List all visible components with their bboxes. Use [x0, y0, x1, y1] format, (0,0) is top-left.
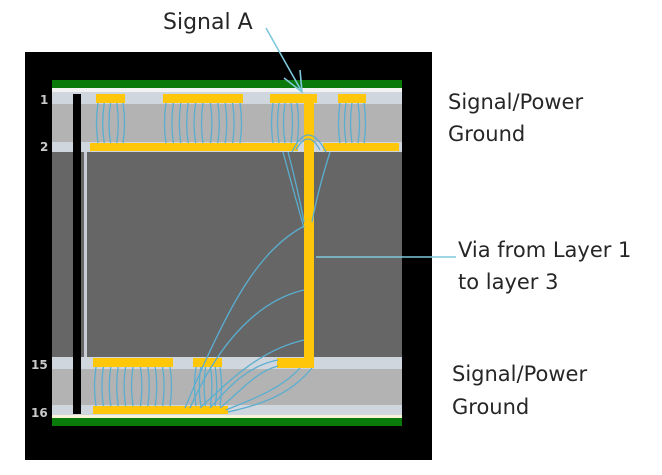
field-line	[108, 366, 112, 407]
ground-plane	[323, 143, 399, 151]
field-line	[116, 102, 119, 144]
field-line	[296, 102, 300, 144]
copper-trace	[270, 94, 317, 103]
field-line	[193, 102, 197, 144]
signal-a-label: Signal A	[163, 10, 253, 35]
copper-trace	[96, 94, 125, 103]
field-line	[291, 134, 327, 153]
field-line	[101, 366, 105, 407]
field-line	[139, 366, 143, 407]
layer-number-2: 2	[40, 140, 48, 154]
field-line	[147, 366, 150, 407]
field-line	[349, 102, 353, 144]
top-signal-power-label: Signal/Power	[448, 90, 584, 114]
field-line	[239, 102, 243, 144]
field-line	[154, 366, 158, 407]
field-line	[363, 102, 367, 144]
field-line	[130, 366, 134, 407]
left-margin	[25, 92, 52, 418]
field-line	[163, 102, 167, 144]
field-line	[209, 366, 213, 407]
bottom-signal-power-label: Signal/Power	[452, 362, 588, 386]
top-mask-edge	[52, 88, 402, 92]
ground-plane	[90, 143, 298, 151]
field-line	[343, 102, 347, 144]
field-line	[161, 366, 165, 407]
field-line	[102, 102, 105, 144]
field-line	[199, 339, 305, 409]
field-line	[219, 365, 279, 409]
field-line	[198, 366, 202, 407]
field-line	[282, 151, 305, 229]
field-line	[209, 102, 213, 144]
field-line	[217, 102, 220, 144]
field-line	[108, 102, 112, 144]
layer-15-copper	[93, 358, 222, 367]
field-line	[214, 366, 218, 407]
field-line	[231, 102, 235, 144]
field-line	[295, 138, 321, 151]
layer-number-1: 1	[40, 93, 48, 107]
field-line	[224, 102, 228, 144]
field-line	[287, 151, 305, 223]
signal-a-arrow-line	[265, 27, 303, 93]
layer-16-ground-plane	[93, 406, 228, 414]
bottom-solder-mask	[52, 418, 402, 426]
field-line	[186, 102, 189, 144]
field-line	[171, 102, 175, 144]
field-line	[95, 102, 99, 144]
field-line	[357, 102, 361, 144]
layer-2-copper	[90, 143, 399, 151]
via-barrel	[304, 94, 314, 366]
top-solder-mask	[52, 80, 402, 88]
field-line	[116, 366, 119, 407]
field-line	[169, 366, 173, 407]
copper-trace	[163, 94, 243, 103]
field-line	[290, 102, 294, 144]
field-line	[227, 367, 313, 413]
layer-number-16: 16	[31, 406, 48, 420]
edge-plated-bar	[73, 94, 81, 414]
signal-a-arrowhead	[283, 69, 303, 94]
field-line	[122, 102, 126, 144]
field-line	[178, 102, 182, 144]
field-line	[282, 102, 286, 144]
field-line	[276, 102, 280, 144]
field-line	[123, 366, 127, 407]
copper-trace	[93, 358, 173, 367]
layer-1-copper	[96, 94, 366, 103]
field-line	[219, 366, 223, 407]
field-line	[311, 151, 331, 223]
field-line	[209, 359, 279, 409]
bottom-mask-edge	[52, 415, 402, 418]
field-line	[225, 367, 301, 411]
copper-trace	[193, 358, 222, 367]
via-label-line-2: to layer 3	[458, 270, 559, 294]
core-edge-line	[84, 152, 87, 357]
core-dielectric	[52, 152, 402, 357]
field-line	[337, 102, 341, 144]
field-line	[270, 102, 274, 144]
via-pad-layer-15	[277, 358, 314, 368]
copper-trace	[338, 94, 366, 103]
field-line	[93, 366, 97, 407]
via-label-line-1: Via from Layer 1	[458, 238, 632, 262]
callouts	[265, 27, 456, 258]
top-ground-label: Ground	[448, 122, 526, 146]
bottom-ground-label: Ground	[452, 395, 530, 419]
field-line	[184, 225, 305, 409]
field-line	[189, 289, 305, 409]
layer-number-15: 15	[31, 358, 48, 372]
prepreg-15-16	[52, 369, 402, 405]
field-line	[200, 102, 204, 144]
field-lines	[93, 102, 367, 413]
